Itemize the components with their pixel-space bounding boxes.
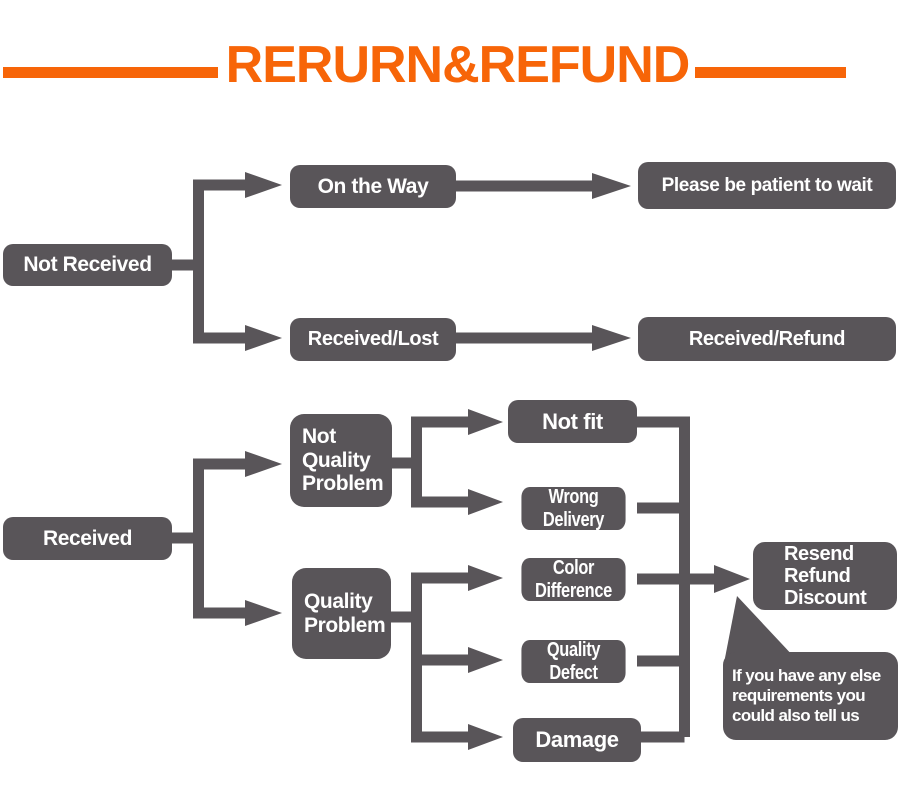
- node-damage: Damage: [513, 718, 641, 762]
- connector-not-quality-sub-branch: [392, 409, 503, 515]
- node-color-difference: Color Difference: [521, 557, 626, 602]
- connector-not-received-branch: [172, 172, 631, 351]
- arrowhead-damage: [468, 724, 503, 750]
- connector-quality-sub-branch: [391, 565, 503, 750]
- arrowhead-please-wait: [592, 173, 631, 199]
- arrowhead-color-difference: [468, 565, 503, 591]
- node-not-fit: Not fit: [508, 400, 637, 443]
- node-not-quality-problem: Not Quality Problem: [290, 414, 392, 507]
- title-rule-left: [3, 67, 218, 78]
- node-quality-defect: Quality Defect: [521, 639, 626, 684]
- node-please-be-patient: Please be patient to wait: [638, 162, 896, 209]
- arrowhead-quality-problem: [245, 600, 282, 626]
- arrowhead-on-the-way: [245, 172, 282, 198]
- node-received: Received: [3, 517, 172, 560]
- arrowhead-received-refund: [592, 325, 631, 351]
- node-quality-problem: Quality Problem: [292, 568, 391, 659]
- arrowhead-received-lost: [245, 325, 282, 351]
- page-title: RERURN&REFUND: [225, 36, 691, 94]
- arrowhead-not-fit: [468, 409, 503, 435]
- connector-merge-to-outcome: [637, 416, 750, 743]
- node-on-the-way: On the Way: [290, 165, 456, 208]
- node-received-lost: Received/Lost: [290, 318, 456, 361]
- node-outcome-resend-refund-discount: Resend Refund Discount: [753, 542, 897, 610]
- connector-received-branch: [172, 451, 282, 626]
- arrowhead-wrong-delivery: [468, 489, 503, 515]
- speech-bubble-tail: [725, 596, 795, 658]
- speech-bubble-note: If you have any else requirements you co…: [723, 652, 898, 740]
- arrowhead-quality-defect: [468, 647, 503, 673]
- node-received-refund: Received/Refund: [638, 317, 896, 361]
- node-wrong-delivery: Wrong Delivery: [521, 486, 626, 531]
- arrowhead-outcome: [714, 565, 750, 593]
- arrowhead-not-quality-problem: [245, 451, 282, 477]
- title-rule-right: [695, 67, 846, 78]
- node-not-received: Not Received: [3, 244, 172, 286]
